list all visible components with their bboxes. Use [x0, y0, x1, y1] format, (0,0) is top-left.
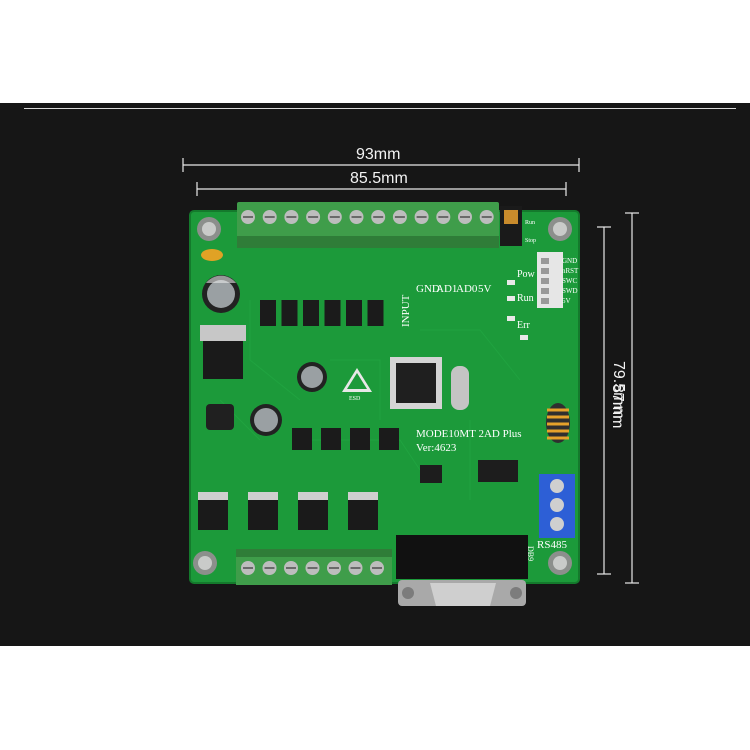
optocoupler-row — [260, 300, 384, 326]
optocoupler-chip — [260, 300, 276, 326]
rs485-terminal — [539, 474, 575, 538]
inductor — [206, 404, 234, 430]
tantalum-cap — [201, 249, 223, 261]
output-transistor — [248, 500, 278, 530]
header-swc: SWC — [562, 277, 578, 285]
rs485-transceiver — [478, 460, 518, 482]
optocoupler-chip — [281, 300, 298, 326]
header-nrst: nRST — [562, 267, 579, 275]
label-input: INPUT — [400, 294, 412, 327]
label-esd: ESD — [349, 396, 361, 402]
voltage-regulator — [200, 325, 246, 379]
output-transistor — [348, 500, 378, 530]
optocoupler-chip — [346, 300, 362, 326]
label-rs485: RS485 — [537, 539, 567, 551]
transistor-tab — [348, 492, 378, 502]
optocoupler-chip — [367, 300, 384, 326]
transistor-tab — [298, 492, 328, 502]
dimension-width-inner: 85.5mm — [350, 170, 408, 187]
label-db9: DB9 — [526, 546, 535, 561]
db9-connector — [396, 535, 528, 606]
protection-coil — [546, 403, 570, 443]
output-transistor — [298, 500, 328, 530]
mosfet-chip — [350, 428, 370, 450]
mosfet-chip — [321, 428, 341, 450]
mosfet-chip — [379, 428, 399, 450]
label-version: Ver:4623 — [416, 442, 457, 454]
dimension-height-inner: 79.5mm — [610, 361, 627, 419]
mosfet-row — [292, 428, 399, 450]
mounting-holes — [193, 217, 572, 575]
optocoupler-chip — [303, 300, 319, 326]
capacitors — [202, 275, 327, 436]
transistor-tab — [198, 492, 228, 502]
dimension-lines — [182, 158, 639, 584]
output-transistors — [198, 492, 378, 530]
header-5v: 5V — [562, 297, 571, 305]
label-run-switch: Run — [525, 220, 535, 226]
label-gnd: GND — [416, 283, 440, 295]
white-pin-header — [537, 252, 563, 308]
label-err: Err — [517, 320, 530, 331]
mcu-chip — [390, 357, 442, 409]
top-terminal-block — [237, 202, 499, 248]
label-pow: Pow — [517, 269, 536, 280]
status-leds — [507, 280, 528, 340]
label-ad0: AD0 — [456, 283, 478, 295]
crystal — [451, 366, 469, 410]
label-run-led: Run — [517, 293, 534, 304]
label-ad1: AD1 — [436, 283, 457, 295]
top-divider-line — [24, 108, 736, 109]
label-stop-switch: Stop — [525, 238, 536, 244]
transistor-tab — [248, 492, 278, 502]
mosfet-chip — [292, 428, 312, 450]
dimension-width-outer: 93mm — [356, 146, 401, 163]
output-transistor — [198, 500, 228, 530]
label-5v: 5V — [478, 283, 492, 295]
label-model: MODE10MT 2AD Plus — [416, 428, 522, 440]
header-gnd: GND — [562, 257, 577, 265]
optocoupler-chip — [324, 300, 341, 326]
bottom-terminal-block — [236, 549, 392, 585]
header-swd: SWD — [562, 287, 578, 295]
